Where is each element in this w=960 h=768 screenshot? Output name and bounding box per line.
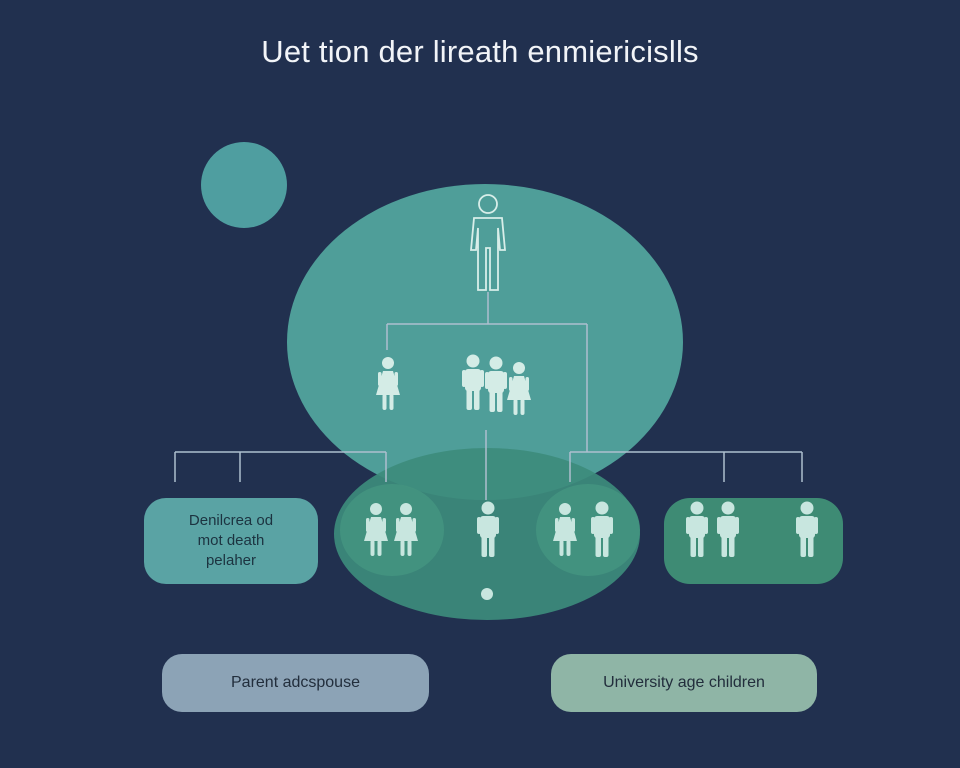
decorative-teal-circle: [201, 142, 287, 228]
left-box-line: Denilcrea od: [188, 512, 274, 529]
page-title: Uet tion der lireath enmiericislls: [261, 34, 699, 69]
main-family-ellipse: [287, 184, 683, 500]
dot-marker: [481, 588, 493, 600]
left-box-line: mot death: [197, 532, 265, 549]
connector-lines: [174, 292, 803, 500]
left-box-line: pelaher: [205, 552, 257, 569]
person-outline-icon: [470, 194, 506, 291]
parent-spouse-label: Parent adcspouse: [162, 654, 429, 712]
left-description-box: Denilcrea od mot death pelaher: [144, 498, 318, 584]
lower-right-group-blob: [536, 484, 640, 576]
university-children-label: University age children: [551, 654, 817, 712]
lower-left-group-blob: [340, 484, 444, 576]
